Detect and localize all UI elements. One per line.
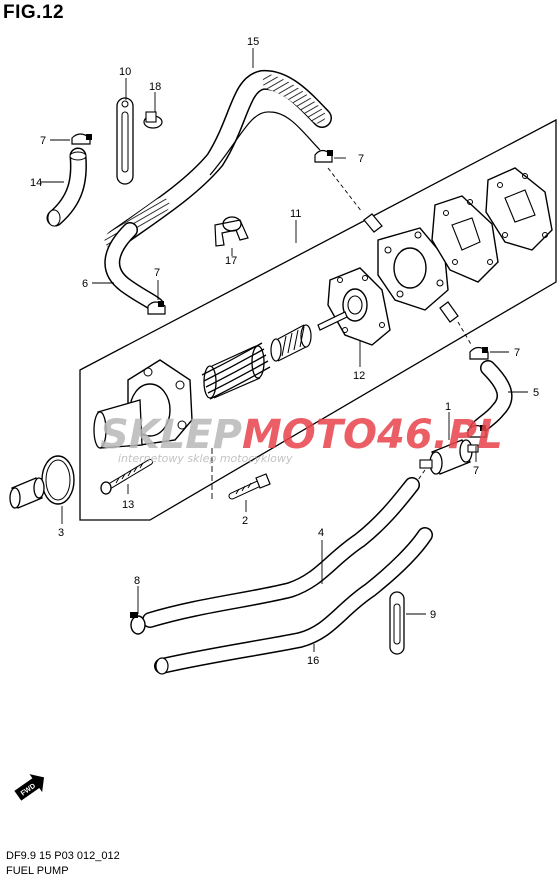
callout-2: 2 xyxy=(242,515,248,527)
part-7-clamp-a[interactable] xyxy=(71,133,92,145)
pump-spring-large[interactable] xyxy=(201,342,271,400)
pump-body-upper-case[interactable] xyxy=(363,213,459,323)
part-5-hose[interactable] xyxy=(470,360,513,436)
pump-body-lower-case[interactable] xyxy=(93,359,193,449)
watermark-tagline: internetowy sklep motocyklowy xyxy=(118,452,293,465)
part-18-screw[interactable] xyxy=(143,111,163,129)
callout-12: 12 xyxy=(353,370,365,382)
part-9-clip[interactable] xyxy=(389,591,405,655)
callout-16: 16 xyxy=(307,655,319,667)
callout-4: 4 xyxy=(318,527,324,539)
fwd-arrow-icon: FWD xyxy=(14,774,45,801)
part-7-clamp-e[interactable] xyxy=(467,424,487,438)
callout-1: 1 xyxy=(445,401,451,413)
callout-15: 15 xyxy=(247,36,259,48)
callout-14: 14 xyxy=(30,177,42,189)
callout-18: 18 xyxy=(149,81,161,93)
assembly-outline xyxy=(79,118,557,521)
model-code: DF9.9 15 P03 012_012 xyxy=(6,850,120,862)
callout-7-e: 7 xyxy=(473,465,479,477)
leader-lines xyxy=(40,48,528,652)
callout-7-b: 7 xyxy=(358,153,364,165)
part-17-clip[interactable] xyxy=(214,216,249,247)
callout-7-c: 7 xyxy=(154,267,160,279)
part-7-clamp-b[interactable] xyxy=(314,149,333,163)
part-6-hose[interactable] xyxy=(104,222,164,313)
part-10-clip[interactable] xyxy=(116,97,134,185)
part-14-hose[interactable] xyxy=(46,147,87,227)
watermark-brand-right: 46.PL xyxy=(376,412,503,458)
part-12-diaphragm[interactable] xyxy=(317,267,391,346)
callout-3: 3 xyxy=(58,527,64,539)
part-1-fuel-filter[interactable] xyxy=(419,439,479,475)
part-4-hose[interactable] xyxy=(142,477,420,628)
part-2-bolt[interactable] xyxy=(228,473,271,500)
callout-9: 9 xyxy=(430,609,436,621)
figure-title: FIG.12 xyxy=(3,2,65,23)
callout-8: 8 xyxy=(134,575,140,587)
part-8-clamp[interactable] xyxy=(130,612,146,635)
callout-6: 6 xyxy=(82,278,88,290)
callout-7-a: 7 xyxy=(40,135,46,147)
callout-labels: 15 10 18 7 7 14 11 17 6 7 7 12 5 1 7 3 1… xyxy=(30,36,539,667)
pump-gasket[interactable] xyxy=(431,195,499,283)
part-7-clamp-c[interactable] xyxy=(147,301,166,315)
pump-cover-plate[interactable] xyxy=(485,167,553,251)
callout-11: 11 xyxy=(290,208,301,220)
part-7-clamp-d[interactable] xyxy=(469,346,489,360)
watermark: SKLEPMOTO46.PL internetowy sklep motocyk… xyxy=(100,412,503,465)
pump-plunger-sleeve[interactable] xyxy=(9,477,45,509)
callout-17: 17 xyxy=(225,255,237,267)
pump-spring-small[interactable] xyxy=(270,324,312,362)
callout-5: 5 xyxy=(533,387,539,399)
part-15-ribbed-hose[interactable] xyxy=(104,69,332,250)
part-13-bolt[interactable] xyxy=(100,459,153,495)
callout-10: 10 xyxy=(119,66,131,78)
part-16-hose[interactable] xyxy=(154,527,433,675)
callout-13: 13 xyxy=(122,499,134,511)
figure-name: FUEL PUMP xyxy=(6,865,69,877)
callout-7-d: 7 xyxy=(514,347,520,359)
watermark-brand-mid: MOTO xyxy=(242,412,377,458)
part-3-o-ring[interactable] xyxy=(41,455,75,505)
watermark-brand: SKLEPMOTO46.PL xyxy=(100,412,503,458)
watermark-brand-left: SKLEP xyxy=(100,412,242,458)
